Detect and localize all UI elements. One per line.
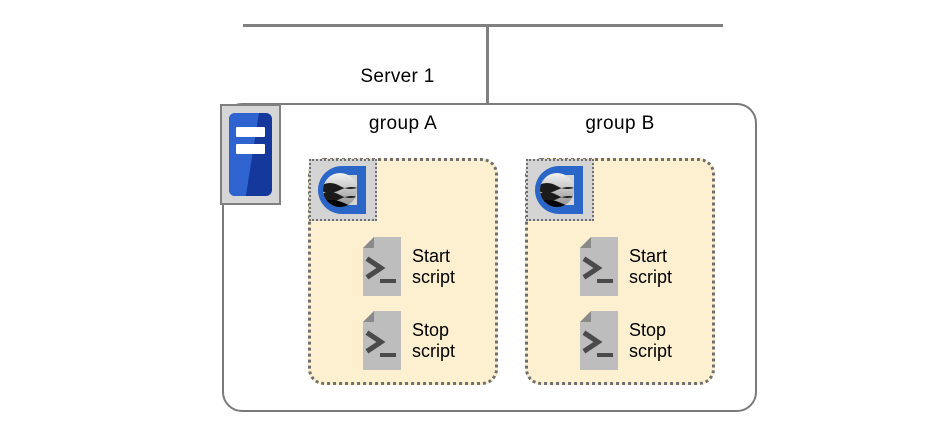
stop-script-item: Stop script xyxy=(578,307,718,375)
cluster-globe-icon xyxy=(309,159,377,221)
server-icon-bar-top xyxy=(236,127,265,137)
script-document-icon xyxy=(578,310,620,372)
script-document-icon xyxy=(361,236,403,298)
stop-script-label: Stop script xyxy=(412,320,456,361)
stop-script-item: Stop script xyxy=(361,307,501,375)
network-bus-line xyxy=(243,24,723,27)
server-label: Server 1 xyxy=(360,66,435,87)
start-script-item: Start script xyxy=(361,233,501,301)
server-icon xyxy=(220,104,281,205)
start-script-label: Start script xyxy=(629,246,673,287)
cluster-globe-icon xyxy=(526,159,594,221)
script-document-icon xyxy=(361,310,403,372)
start-script-label: Start script xyxy=(412,246,456,287)
server-icon-body xyxy=(229,113,272,196)
script-document-icon xyxy=(578,236,620,298)
network-bus-drop-line xyxy=(486,24,489,104)
start-script-item: Start script xyxy=(578,233,718,301)
server-icon-bar-bottom xyxy=(236,144,265,154)
group-a-title: group A xyxy=(368,113,438,134)
group-b-box: Start script Stop script xyxy=(525,158,715,385)
stop-script-label: Stop script xyxy=(629,320,673,361)
group-a-box: Start script Stop script xyxy=(308,158,498,385)
server-icon-highlight xyxy=(229,113,259,196)
group-b-title: group B xyxy=(585,113,655,134)
